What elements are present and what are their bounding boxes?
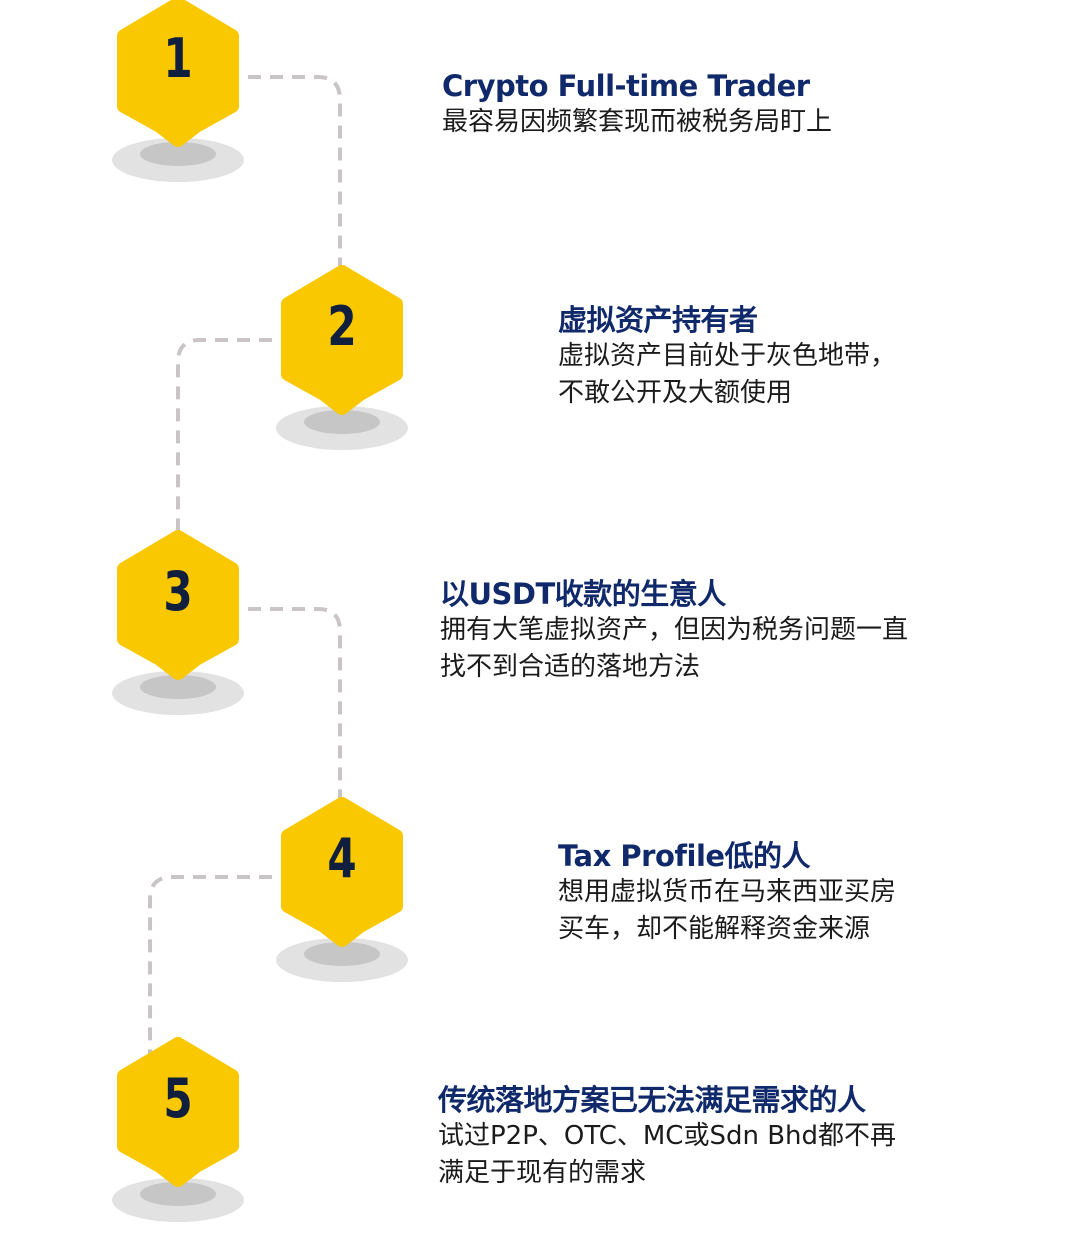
step-4-marker: 4 bbox=[272, 797, 412, 990]
step-description-line: 想用虚拟货币在马来西亚买房 bbox=[558, 877, 897, 907]
step-description-line: 不敢公开及大额使用 bbox=[558, 378, 793, 408]
step-number: 2 bbox=[327, 295, 357, 358]
step-number: 4 bbox=[327, 827, 357, 890]
step-description-line: 虚拟资产目前处于灰色地带， bbox=[558, 341, 897, 371]
step-description-line: 买车，却不能解释资金来源 bbox=[558, 914, 871, 944]
step-title: 虚拟资产持有者 bbox=[558, 303, 758, 337]
step-1-text: Crypto Full-time Trader 最容易因频繁套现而被税务局盯上 bbox=[442, 68, 832, 141]
connector-2-3 bbox=[176, 338, 272, 540]
step-title: Tax Profile低的人 bbox=[558, 839, 811, 873]
hexagon-pin-icon bbox=[112, 530, 244, 715]
step-title: 以USDT收款的生意人 bbox=[440, 577, 726, 611]
hexagon-pin-icon bbox=[112, 1037, 244, 1222]
step-2-text: 虚拟资产持有者 虚拟资产目前处于灰色地带， 不敢公开及大额使用 bbox=[558, 302, 896, 412]
step-description-line: 最容易因频繁套现而被税务局盯上 bbox=[442, 107, 833, 137]
connector-3-4 bbox=[248, 607, 342, 800]
connector-4-5 bbox=[148, 875, 272, 1055]
step-title: Crypto Full-time Trader bbox=[442, 69, 810, 103]
hexagon-pin-icon bbox=[112, 0, 244, 182]
step-number: 5 bbox=[163, 1067, 193, 1130]
step-3-marker: 3 bbox=[108, 530, 248, 723]
step-5-marker: 5 bbox=[108, 1037, 248, 1230]
step-1-marker: 1 bbox=[108, 0, 248, 190]
connector-1-2 bbox=[248, 75, 342, 268]
hexagon-pin-icon bbox=[276, 265, 408, 450]
step-3-text: 以USDT收款的生意人 拥有大笔虚拟资产，但因为税务问题一直 找不到合适的落地方… bbox=[440, 576, 908, 686]
step-description-line: 找不到合适的落地方法 bbox=[440, 652, 701, 682]
step-2-marker: 2 bbox=[272, 265, 412, 458]
step-description-line: 满足于现有的需求 bbox=[438, 1158, 647, 1188]
step-5-text: 传统落地方案已无法满足需求的人 试过P2P、OTC、MC或Sdn Bhd都不再 … bbox=[438, 1082, 896, 1192]
hexagon-pin-icon bbox=[276, 797, 408, 982]
step-4-text: Tax Profile低的人 想用虚拟货币在马来西亚买房 买车，却不能解释资金来… bbox=[558, 838, 896, 948]
step-description-line: 拥有大笔虚拟资产，但因为税务问题一直 bbox=[440, 615, 909, 645]
step-description-line: 试过P2P、OTC、MC或Sdn Bhd都不再 bbox=[438, 1121, 897, 1151]
step-title: 传统落地方案已无法满足需求的人 bbox=[438, 1083, 866, 1117]
step-number: 3 bbox=[163, 560, 193, 623]
step-number: 1 bbox=[163, 27, 193, 90]
